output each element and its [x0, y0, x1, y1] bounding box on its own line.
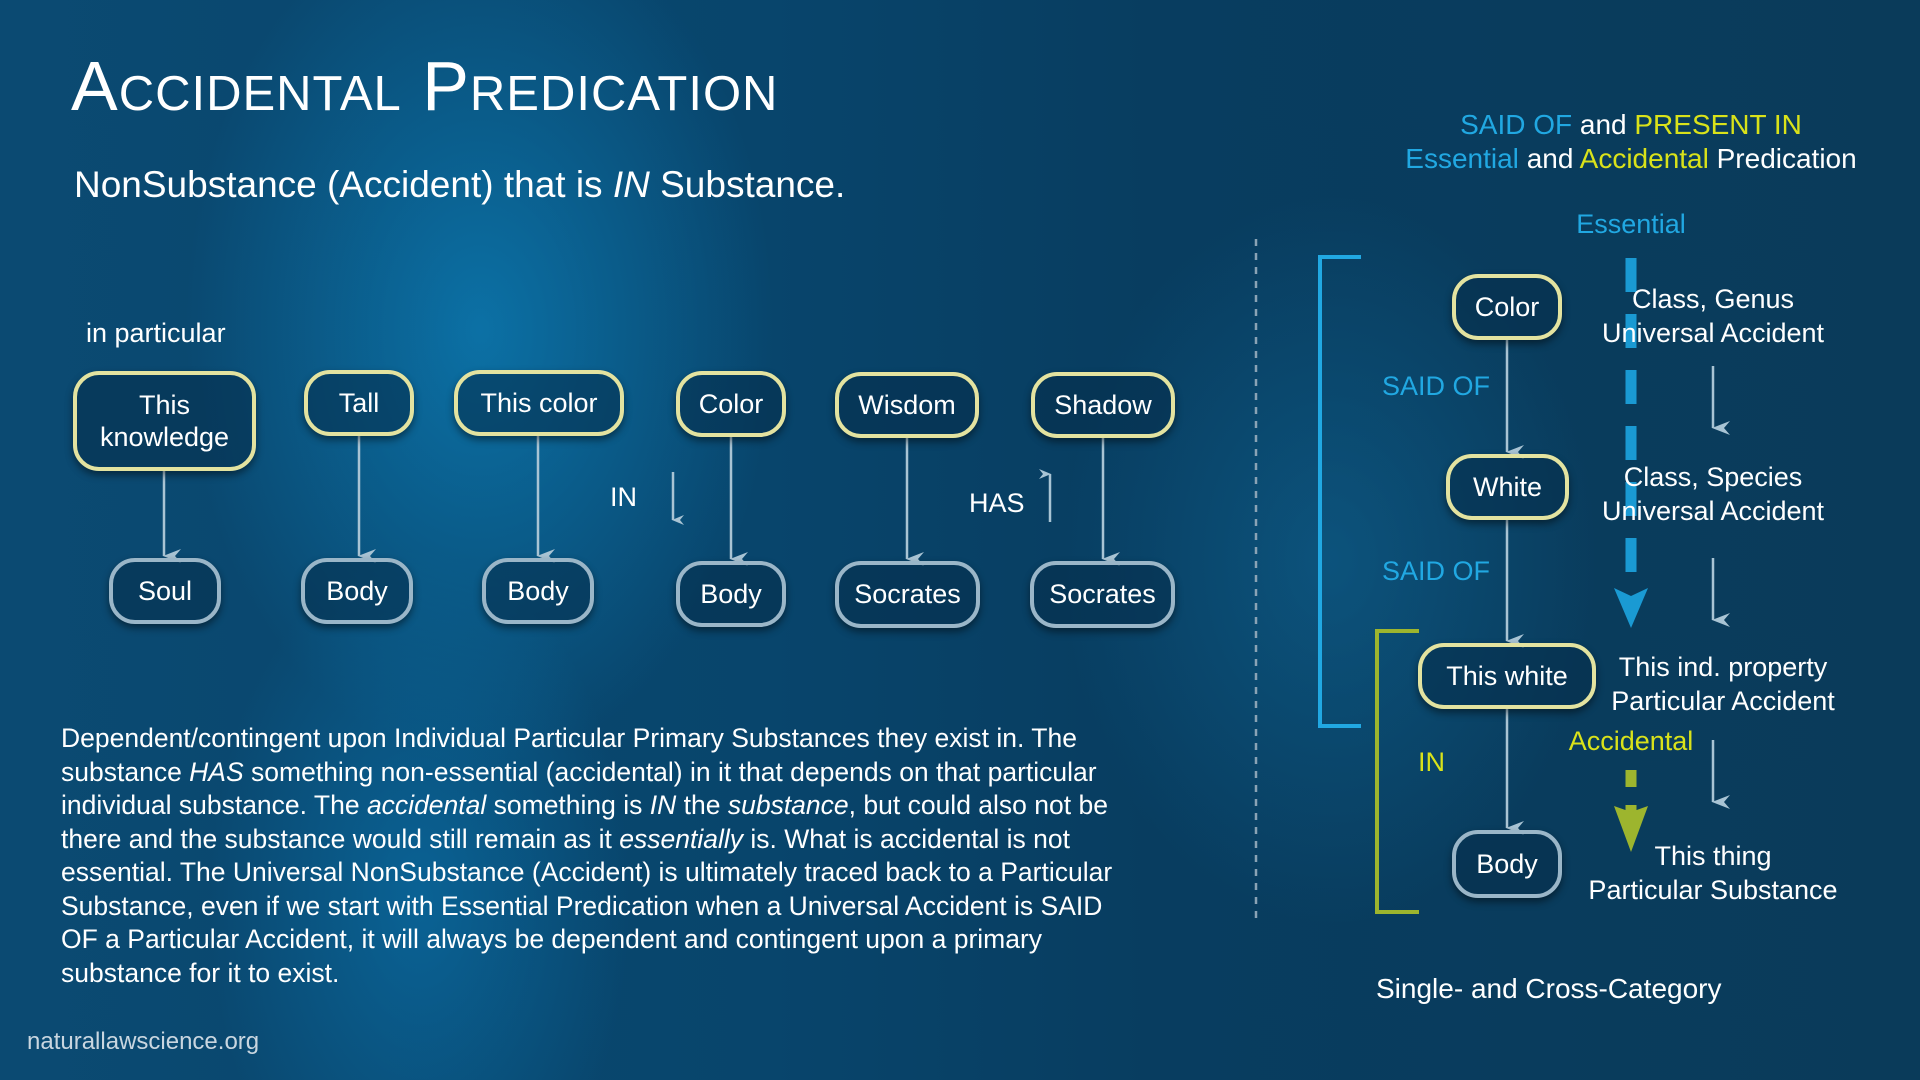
emphasized-text: accidental: [366, 790, 487, 820]
description-line: Particular Substance: [1588, 875, 1838, 905]
emphasized-text: essentially: [619, 823, 744, 854]
in-label-right: IN: [1418, 747, 1445, 777]
paragraph-line: substance for it to exist.: [61, 957, 1112, 991]
paragraph-text: OF a Particular Accident, it will always…: [61, 924, 1043, 954]
page-title: Accidental Predication: [71, 47, 779, 125]
node-socrates: Socrates: [1030, 561, 1175, 628]
emphasized-text: IN: [649, 790, 677, 820]
paragraph-line: there and the substance would still rema…: [61, 823, 1112, 857]
accidental-label: Accidental: [1568, 726, 1694, 756]
paragraph-line: individual substance. The accidental som…: [61, 789, 1112, 823]
node-this-knowledge: This knowledge: [73, 371, 256, 471]
node-socrates: Socrates: [835, 561, 980, 628]
node-this-color: This color: [454, 370, 624, 436]
essential-term: Essential: [1405, 143, 1519, 174]
said-of-label-1: SAID OF: [1382, 371, 1491, 401]
site-url: naturallawscience.org: [27, 1028, 260, 1055]
accidental-arrowhead: [1614, 806, 1648, 852]
paragraph-text: something is: [486, 790, 650, 820]
essential-label: Essential: [1576, 209, 1686, 239]
present-in-term: PRESENT IN: [1634, 109, 1802, 140]
conjunction: and: [1518, 143, 1580, 174]
paragraph-text: there and the substance would still rema…: [61, 823, 620, 854]
paragraph-line: substance HAS something non-essential (a…: [61, 756, 1112, 790]
paragraph-text: the: [676, 790, 728, 820]
paragraph-text: substance: [61, 756, 190, 787]
explanation-paragraph: Dependent/contingent upon Individual Par…: [61, 722, 1112, 990]
subtitle-text-end: Substance.: [649, 164, 846, 205]
description-line: Class, Species: [1623, 462, 1803, 492]
paragraph-line: OF a Particular Accident, it will always…: [61, 923, 1112, 957]
node-body-substance: Body: [1452, 830, 1562, 898]
category-footnote: Single- and Cross-Category: [1376, 973, 1722, 1004]
node-body: Body: [301, 558, 413, 624]
said-of-term: SAID OF: [1460, 109, 1573, 140]
paragraph-text: substance for it to exist.: [61, 957, 340, 988]
paragraph-line: Substance, even if we start with Essenti…: [61, 890, 1112, 924]
right-header-line1: SAID OF and PRESENT IN: [1460, 109, 1802, 141]
accidental-term: Accidental: [1579, 143, 1709, 174]
node-wisdom: Wisdom: [835, 372, 979, 438]
subtitle-emphasis: IN: [612, 164, 650, 205]
paragraph-text: individual substance. The: [61, 790, 367, 820]
in-particular-caption: in particular: [86, 318, 226, 348]
description-line: Universal Accident: [1601, 318, 1825, 348]
paragraph-text: essential. The Universal NonSubstance (A…: [61, 857, 1113, 887]
node-shadow: Shadow: [1031, 372, 1175, 438]
said-of-label-2: SAID OF: [1382, 556, 1491, 586]
subtitle-text: NonSubstance (Accident) that is: [74, 164, 613, 205]
description-line: This thing: [1654, 841, 1772, 871]
paragraph-text: is. What is accidental is not: [743, 823, 1070, 854]
description-line: Universal Accident: [1601, 496, 1825, 526]
emphasized-text: substance: [727, 790, 849, 820]
node-tall: Tall: [304, 370, 414, 436]
node-color: Color: [676, 371, 786, 437]
node-body: Body: [482, 558, 594, 624]
paragraph-line: Dependent/contingent upon Individual Par…: [61, 722, 1112, 756]
essential-bracket: [1318, 255, 1361, 728]
paragraph-text: Dependent/contingent upon Individual Par…: [61, 723, 1077, 753]
right-header-line2: Essential and Accidental Predication: [1405, 143, 1856, 175]
paragraph-text: , but could also not be: [848, 790, 1108, 820]
description-line: Particular Accident: [1611, 686, 1835, 716]
paragraph-line: essential. The Universal NonSubstance (A…: [61, 856, 1112, 890]
subtitle: NonSubstance (Accident) that is IN Subst…: [74, 164, 845, 206]
in-label: IN: [610, 482, 637, 512]
node-soul: Soul: [109, 558, 221, 624]
node-body: Body: [676, 561, 786, 627]
node-white-species: White: [1446, 454, 1569, 520]
predication-term: Predication: [1708, 143, 1857, 174]
accidental-bracket: [1375, 629, 1419, 914]
has-label: HAS: [969, 488, 1025, 518]
description-line: This ind. property: [1618, 652, 1828, 682]
node-color-genus: Color: [1452, 274, 1562, 340]
paragraph-text: something non-essential (accidental) in …: [243, 756, 1097, 787]
description-line: Class, Genus: [1631, 284, 1795, 314]
conjunction: and: [1572, 109, 1635, 140]
emphasized-text: HAS: [189, 756, 244, 787]
paragraph-text: Substance, even if we start with Essenti…: [61, 890, 1103, 921]
essential-arrowhead: [1614, 588, 1648, 628]
node-this-white: This white: [1418, 643, 1596, 709]
